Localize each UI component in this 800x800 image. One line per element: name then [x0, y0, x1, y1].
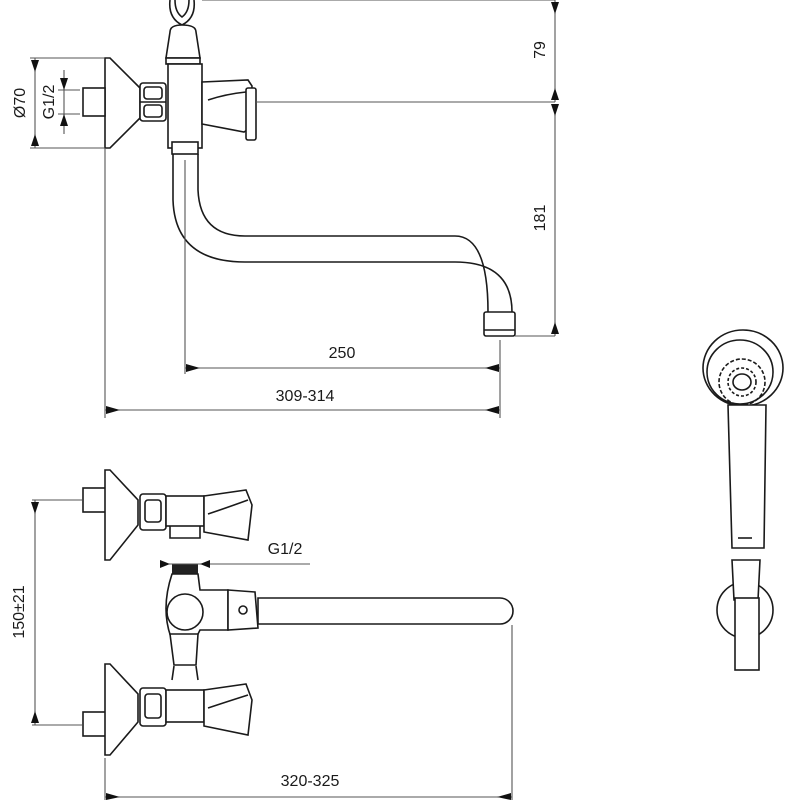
inlet-pipe — [82, 87, 106, 117]
shower-head — [706, 339, 774, 405]
aerator — [483, 311, 516, 337]
dim-spout-reach: 250 — [329, 345, 356, 362]
straight-spout — [257, 597, 514, 625]
valve-body — [167, 63, 203, 149]
shower-hook — [165, 0, 201, 65]
upper-valve — [82, 469, 253, 561]
dim-flange-diameter: Ø70 — [12, 88, 29, 118]
wall-flange — [104, 57, 141, 149]
dim-height-spout: 181 — [532, 205, 549, 232]
dim-outlet-thread: G1/2 — [268, 541, 303, 558]
front-view: G1/2 150±21 320-32 — [11, 469, 514, 800]
top-view: 79 181 Ø70 G1/2 250 309-314 — [12, 0, 559, 418]
thread-connector — [172, 564, 198, 574]
dim-total-width: 320-325 — [281, 773, 340, 790]
dim-inlet-spacing: 150±21 — [11, 585, 28, 638]
dim-inlet-thread: G1/2 — [41, 85, 58, 120]
handle — [201, 79, 253, 133]
s-spout — [172, 154, 513, 313]
dim-total-reach: 309-314 — [276, 388, 335, 405]
lower-valve — [82, 663, 253, 756]
hand-shower — [702, 329, 784, 671]
shower-handle — [727, 404, 767, 549]
dim-height-upper: 79 — [532, 41, 549, 59]
